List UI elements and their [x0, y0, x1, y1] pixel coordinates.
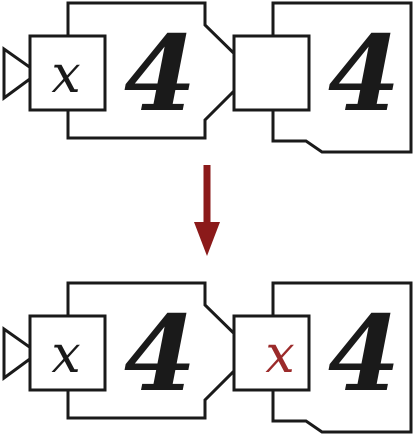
before-input-port-triangle	[2, 46, 41, 101]
after-parameter-box	[28, 314, 107, 392]
after-input-port-triangle	[2, 326, 41, 381]
after-parameter-symbol: x	[51, 325, 80, 385]
before-left-value: 4	[124, 12, 196, 135]
before-argument-box	[232, 34, 311, 112]
before-parameter-box	[28, 34, 107, 112]
before-right-value: 4	[328, 12, 400, 135]
after-left-value: 4	[124, 292, 196, 415]
before-state: x 4 4	[2, 1, 413, 154]
after-right-value: 4	[328, 292, 400, 415]
after-substituted-symbol: x	[265, 325, 294, 385]
before-parameter-symbol: x	[51, 45, 80, 105]
after-argument-box	[232, 314, 311, 392]
reduction-arrow-head	[194, 222, 220, 256]
after-state: x 4 x 4	[2, 281, 413, 434]
reduction-arrow	[194, 165, 220, 256]
